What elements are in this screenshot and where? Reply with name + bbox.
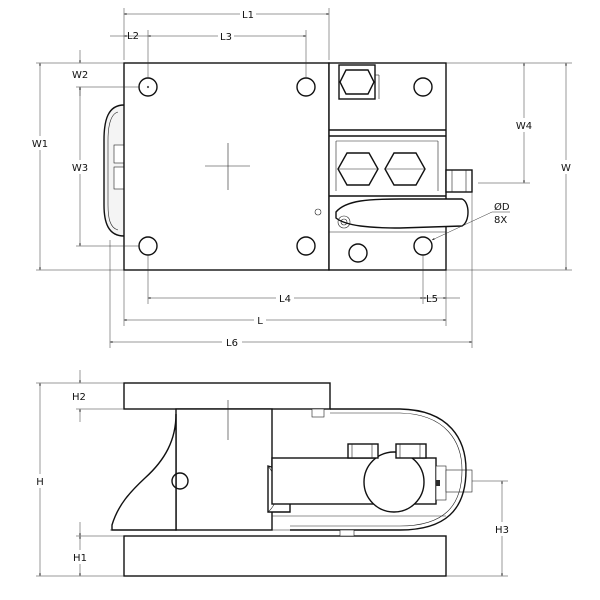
dim-W3: W3 bbox=[72, 163, 88, 174]
dim-L4: L4 bbox=[279, 294, 291, 305]
mounting-hole bbox=[348, 243, 368, 263]
dim-W: W bbox=[561, 163, 571, 174]
dim-W1: W1 bbox=[32, 139, 48, 150]
side-bottom-plate bbox=[123, 535, 447, 577]
dim-W2: W2 bbox=[72, 70, 88, 81]
hex-bolts-middle bbox=[335, 140, 439, 191]
mounting-hole bbox=[413, 77, 433, 97]
dim-L2: L2 bbox=[127, 31, 139, 42]
dim-L3: L3 bbox=[220, 32, 232, 43]
cable-gland bbox=[445, 169, 473, 193]
dim-L5: L5 bbox=[426, 294, 438, 305]
top-view-dimensions: L1 L2 L3 W1 W2 W3 bbox=[30, 8, 574, 349]
dim-hole-diameter: ØD bbox=[494, 201, 510, 213]
dim-hole-count: 8X bbox=[494, 215, 507, 226]
dim-H1: H1 bbox=[73, 553, 87, 564]
dim-L: L bbox=[257, 316, 263, 327]
side-view: H H2 H1 H3 bbox=[32, 370, 512, 577]
dim-L6: L6 bbox=[226, 338, 238, 349]
side-top-plate bbox=[123, 382, 331, 410]
dim-H2: H2 bbox=[72, 392, 86, 403]
cable-lever bbox=[314, 198, 469, 229]
side-cable-loop bbox=[290, 408, 467, 531]
dim-L1: L1 bbox=[242, 10, 254, 21]
mounting-hole bbox=[296, 236, 316, 256]
dim-H3: H3 bbox=[495, 525, 509, 536]
top-plate bbox=[123, 62, 330, 271]
dim-W4: W4 bbox=[516, 121, 532, 132]
side-view-dimensions: H H2 H1 H3 bbox=[32, 370, 512, 577]
side-column bbox=[111, 400, 292, 531]
top-view: L1 L2 L3 W1 W2 W3 bbox=[30, 8, 574, 349]
center-mark bbox=[205, 143, 250, 190]
hex-bolt-top bbox=[338, 64, 380, 100]
side-load-cell bbox=[271, 443, 473, 513]
dim-H: H bbox=[36, 477, 44, 488]
